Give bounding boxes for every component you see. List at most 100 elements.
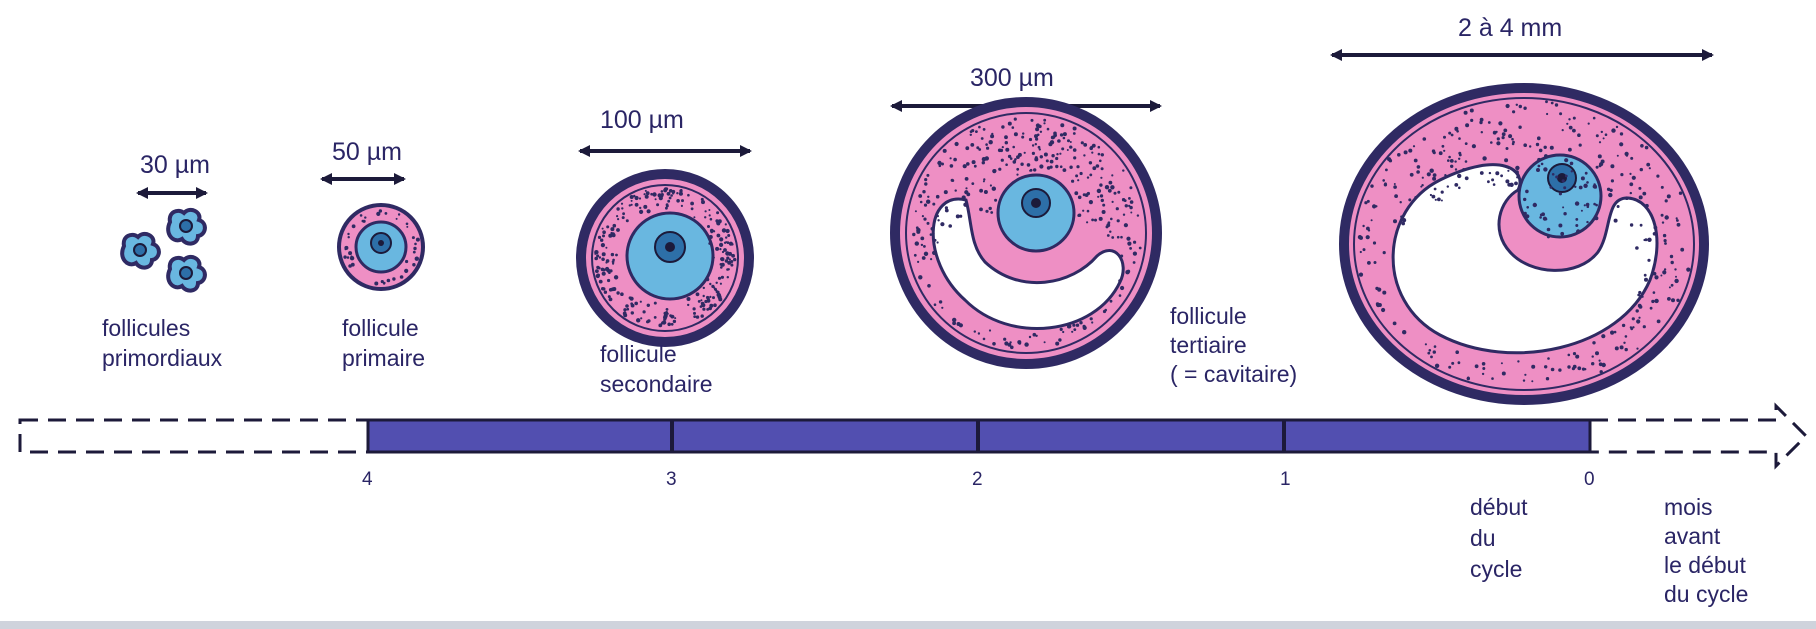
stipple-dot: [1551, 102, 1554, 105]
stipple-dot: [640, 301, 642, 303]
stipple-dot: [681, 205, 683, 207]
stipple-dot: [1014, 132, 1018, 136]
stipple-dot: [413, 264, 416, 267]
stipple-dot: [1665, 199, 1668, 202]
stipple-dot: [1653, 272, 1657, 276]
stipple-dot: [636, 318, 640, 322]
stipple-dot: [1062, 331, 1064, 333]
stipple-dot: [1029, 170, 1031, 172]
stipple-dot: [622, 216, 625, 219]
stipple-dot: [1570, 162, 1574, 166]
stipple-dot: [1679, 192, 1682, 195]
stipple-dot: [731, 254, 735, 258]
stipple-dot: [1100, 177, 1102, 179]
stipple-dot: [1100, 194, 1103, 197]
stipple-dot: [1374, 261, 1377, 264]
stipple-dot: [971, 129, 974, 132]
stipple-dot: [1099, 217, 1103, 221]
stipple-dot: [1555, 176, 1558, 179]
stipple-dot: [931, 227, 935, 231]
stipple-dot: [596, 254, 599, 257]
stipple-dot: [1676, 299, 1679, 302]
stipple-dot: [1046, 159, 1049, 162]
stipple-dot: [387, 279, 391, 283]
stipple-dot: [1429, 349, 1432, 352]
primordial-follicle: [168, 210, 205, 244]
stipple-dot: [622, 212, 625, 215]
size-label-tertiary: 300 µm: [970, 64, 1054, 92]
stipple-dot: [1060, 133, 1063, 136]
stipple-dot: [1531, 365, 1535, 369]
stipple-dot: [405, 260, 408, 263]
stipple-dot: [1441, 191, 1444, 194]
stipple-dot: [1539, 149, 1543, 153]
stipple-dot: [645, 195, 649, 199]
stipple-dot: [1400, 201, 1402, 203]
stipple-dot: [416, 238, 420, 242]
stipple-dot: [719, 248, 721, 250]
stipple-dot: [1617, 205, 1620, 208]
stipple-dot: [1491, 377, 1494, 380]
stipple-dot: [646, 191, 650, 195]
stipple-dot: [1605, 133, 1608, 136]
stipple-dot: [654, 316, 657, 319]
stipple-dot: [1447, 185, 1449, 187]
stipple-dot: [979, 189, 983, 193]
stipple-dot: [415, 257, 419, 261]
stipple-dot: [352, 224, 356, 228]
stipple-dot: [1465, 142, 1468, 145]
stipple-dot: [978, 148, 981, 151]
stipple-dot: [927, 196, 929, 198]
stipple-dot: [912, 233, 915, 236]
stipple-dot: [1098, 146, 1101, 149]
stipple-dot: [1050, 166, 1053, 169]
stipple-dot: [1397, 153, 1401, 157]
stipple-dot: [1504, 158, 1508, 162]
stipple-dot: [989, 329, 991, 331]
stipple-dot: [1382, 291, 1386, 295]
stipple-dot: [926, 174, 929, 177]
stipple-dot: [670, 194, 673, 197]
stipple-dot: [1552, 173, 1555, 176]
stipple-dot: [1069, 146, 1072, 149]
stipple-dot: [1577, 366, 1581, 370]
stipple-dot: [1629, 182, 1633, 186]
stipple-dot: [1012, 126, 1015, 129]
stipple-dot: [1512, 141, 1515, 144]
stipple-dot: [1035, 156, 1038, 159]
stipple-dot: [1448, 366, 1451, 369]
stipple-dot: [1592, 355, 1594, 357]
stipple-dot: [635, 196, 639, 200]
stipple-dot: [1005, 163, 1008, 166]
stipple-dot: [1090, 146, 1093, 149]
stipple-dot: [1559, 192, 1562, 195]
stipple-dot: [635, 203, 639, 207]
stipple-dot: [955, 142, 959, 146]
stipple-dot: [1110, 185, 1114, 189]
stipple-dot: [1487, 180, 1490, 183]
stipple-dot: [1592, 341, 1595, 344]
stipple-dot: [645, 190, 647, 192]
stipple-dot: [1517, 360, 1519, 362]
stipple-dot: [696, 315, 699, 318]
stipple-dot: [671, 323, 674, 326]
stipple-dot: [1630, 223, 1633, 226]
stipple-dot: [1137, 214, 1139, 216]
stipple-dot: [666, 313, 668, 315]
stipple-dot: [1636, 309, 1639, 312]
stipple-dot: [930, 258, 932, 260]
stipple-dot: [922, 190, 925, 193]
stipple-dot: [1117, 236, 1120, 239]
stipple-dot: [1584, 204, 1586, 206]
stipple-dot: [1005, 141, 1008, 144]
stipple-dot: [1450, 159, 1454, 163]
stipple-dot: [1562, 206, 1564, 208]
stipple-dot: [1625, 335, 1628, 338]
stipple-dot: [1056, 153, 1058, 155]
stipple-dot: [696, 292, 700, 296]
stipple-dot: [1110, 300, 1113, 303]
stipple-dot: [1443, 136, 1446, 139]
stipple-dot: [950, 157, 952, 159]
stipple-dot: [1502, 132, 1506, 136]
